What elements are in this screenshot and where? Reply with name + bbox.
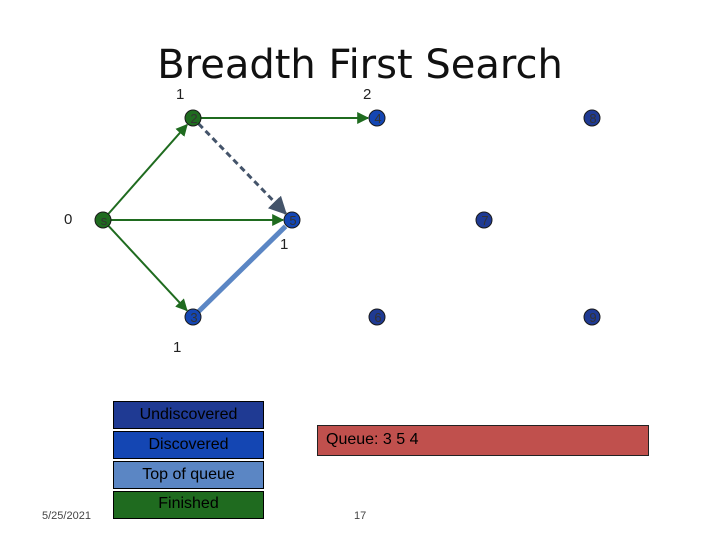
node-label-4: 4 (374, 111, 381, 126)
distance-label-4: 2 (363, 86, 372, 103)
footer-page-number: 17 (354, 510, 367, 522)
node-label-2: 2 (190, 111, 197, 126)
legend-discovered: Discovered (113, 431, 264, 459)
edge-2-5 (197, 122, 287, 215)
distance-label-3: 1 (173, 339, 182, 356)
node-s: s (94, 211, 112, 229)
node-label-8: 8 (589, 111, 596, 126)
node-circle-5 (283, 211, 301, 229)
node-3: 3 (184, 308, 202, 326)
node-circle-6 (368, 308, 386, 326)
node-8: 8 (583, 109, 601, 127)
queue-status: Queue: 3 5 4 (317, 425, 649, 456)
node-7: 7 (475, 211, 493, 229)
node-label-7: 7 (481, 213, 488, 228)
node-label-5: 5 (289, 213, 296, 228)
distance-label-s: 0 (64, 211, 73, 228)
node-label-9: 9 (589, 310, 596, 325)
node-circle-4 (368, 109, 386, 127)
edge-s-3 (107, 225, 188, 312)
legend-finished: Finished (113, 491, 264, 519)
node-label-s: s (101, 213, 108, 228)
node-5: 5 (283, 211, 301, 229)
distance-label-2: 1 (176, 86, 185, 103)
edge-s-2 (107, 123, 188, 215)
node-circle-s (94, 211, 112, 229)
node-circle-8 (583, 109, 601, 127)
node-9: 9 (583, 308, 601, 326)
legend-top-of-queue: Top of queue (113, 461, 264, 489)
legend-undiscovered: Undiscovered (113, 401, 264, 429)
node-circle-3 (184, 308, 202, 326)
node-label-3: 3 (190, 310, 197, 325)
edge-3-5 (196, 224, 288, 314)
node-circle-9 (583, 308, 601, 326)
node-circle-7 (475, 211, 493, 229)
node-label-6: 6 (374, 310, 381, 325)
node-circle-2 (184, 109, 202, 127)
node-4: 4 (368, 109, 386, 127)
node-6: 6 (368, 308, 386, 326)
footer-date: 5/25/2021 (42, 510, 91, 522)
distance-label-5: 1 (280, 236, 289, 253)
slide-title: Breadth First Search (157, 42, 563, 88)
node-2: 2 (184, 109, 202, 127)
